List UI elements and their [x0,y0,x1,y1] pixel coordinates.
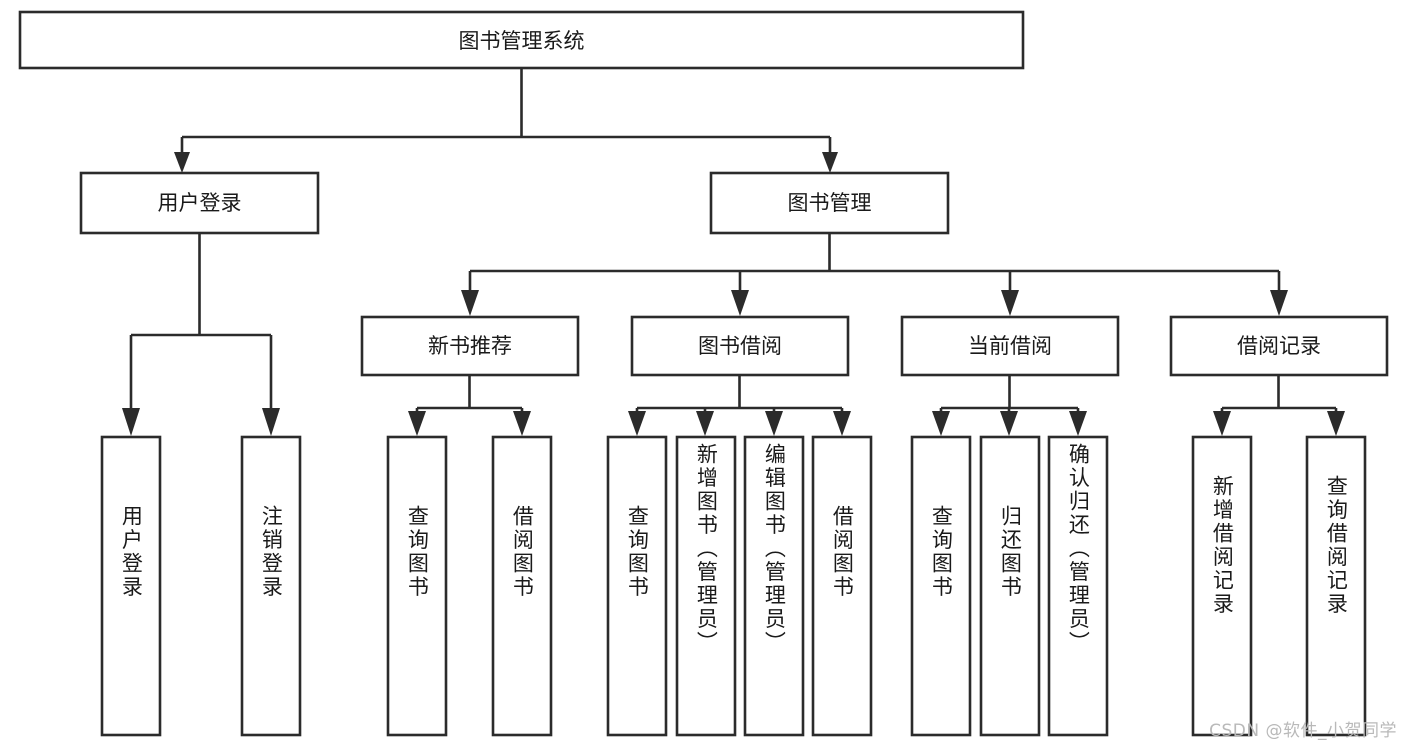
arrowhead-root-to-user-login [174,152,190,173]
connector-group-current-borrow [932,375,1087,436]
node-current-borrow[interactable]: 当前借阅 [900,315,1120,377]
arrowhead-to-current-borrow [1001,290,1019,316]
connector-group-user-login [122,233,280,436]
arrowhead-user-login-leaf-1 [122,408,140,436]
node-leaf-add-record-box[interactable] [1191,435,1253,737]
csdn-watermark: CSDN @软件_小贺同学 [1209,721,1397,741]
edge-book-borrow-trunk [635,375,844,416]
node-new-book-recommend[interactable]: 新书推荐 [360,315,580,377]
arrowhead-bb-leaf-3 [765,411,783,436]
edge-root-trunk [180,68,832,166]
node-user-login[interactable]: 用户登录 [79,171,320,235]
connector-group-book-borrow [628,375,851,436]
arrowhead-bb-leaf-4 [833,411,851,436]
node-book-borrow[interactable]: 图书借阅 [630,315,850,377]
node-leaf-query-book-1-box[interactable] [386,435,448,737]
arrowhead-to-borrow-record [1270,290,1288,316]
node-leaf-query-record-box[interactable] [1305,435,1367,737]
node-leaf-borrow-book-2-box[interactable] [811,435,873,737]
node-borrow-record-label: 借阅记录 [1237,334,1321,358]
node-book-borrow-label: 图书借阅 [698,334,782,358]
node-user-login-label: 用户登录 [158,191,242,215]
node-leaf-edit-book-box[interactable] [743,435,805,737]
edge-new-book-recommend-trunk [415,375,524,416]
edge-borrow-record-trunk [1220,375,1338,416]
node-book-management[interactable]: 图书管理 [709,171,950,235]
node-leaf-return-book-box[interactable] [979,435,1041,737]
arrowhead-bb-leaf-1 [628,411,646,436]
connector-group-root [174,68,838,173]
arrowhead-nbr-leaf-1 [408,411,426,436]
node-new-book-recommend-box[interactable] [360,315,580,377]
node-book-management-label: 图书管理 [788,191,872,215]
arrowhead-br-leaf-1 [1213,411,1231,436]
arrowhead-to-new-book-recommend [461,290,479,316]
arrowhead-cb-leaf-3 [1069,411,1087,436]
arrowhead-cb-leaf-2 [1000,411,1018,436]
node-user-login-box[interactable] [79,171,320,235]
arrowhead-nbr-leaf-2 [513,411,531,436]
node-root-box[interactable] [18,10,1025,70]
node-root[interactable]: 图书管理系统 [18,10,1025,70]
connector-group-new-book-recommend [408,375,531,436]
node-book-borrow-box[interactable] [630,315,850,377]
arrowhead-to-book-borrow [731,290,749,316]
node-leaf-user-login-box[interactable] [100,435,162,737]
node-book-management-box[interactable] [709,171,950,235]
connector-group-borrow-record [1213,375,1345,436]
arrowhead-root-to-book-management [822,152,838,173]
arrowhead-br-leaf-2 [1327,411,1345,436]
node-leaf-borrow-book-1-box[interactable] [491,435,553,737]
edge-book-management-trunk [468,233,1281,290]
edge-user-login-trunk [129,233,273,409]
node-leaf-confirm-return-box[interactable] [1047,435,1109,737]
connector-group-book-management [461,233,1288,316]
node-current-borrow-label: 当前借阅 [968,334,1052,358]
arrowhead-bb-leaf-2 [696,411,714,436]
node-leaf-logout-login-box[interactable] [240,435,302,737]
node-new-book-recommend-label: 新书推荐 [428,334,512,358]
arrowhead-user-login-leaf-2 [262,408,280,436]
node-leaf-query-book-3-box[interactable] [910,435,972,737]
node-leaf-add-book-box[interactable] [675,435,737,737]
arrowhead-cb-leaf-1 [932,411,950,436]
node-borrow-record-box[interactable] [1169,315,1389,377]
node-leaf-query-book-2-box[interactable] [606,435,668,737]
node-root-label: 图书管理系统 [459,29,585,53]
node-current-borrow-box[interactable] [900,315,1120,377]
edge-current-borrow-trunk [939,375,1080,416]
node-borrow-record[interactable]: 借阅记录 [1169,315,1389,377]
